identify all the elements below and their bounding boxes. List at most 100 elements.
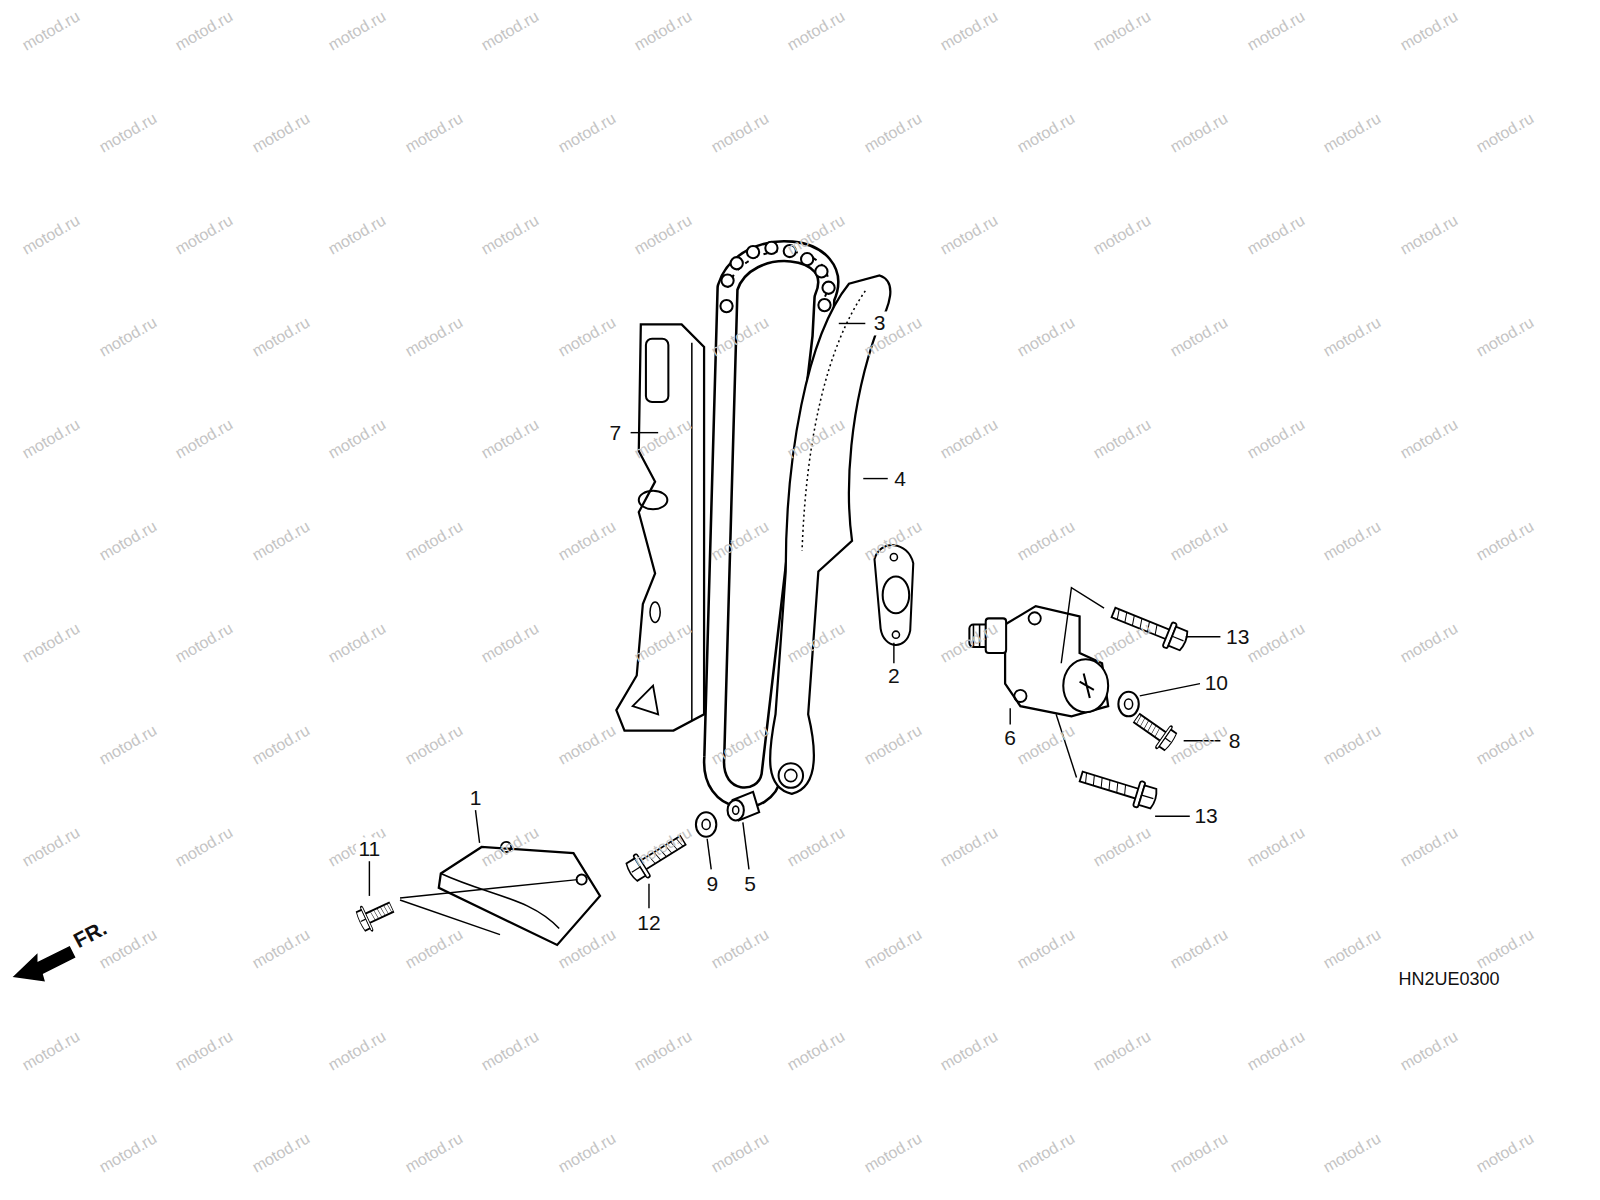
leader-line — [743, 822, 749, 869]
watermark: motod.ru — [938, 7, 1002, 54]
watermark: motod.ru — [249, 1129, 313, 1176]
watermark: motod.ru — [938, 823, 1002, 870]
watermark: motod.ru — [784, 823, 848, 870]
watermark: motod.ru — [1397, 823, 1461, 870]
watermark: motod.ru — [938, 1027, 1002, 1074]
tensioner-gasket — [883, 577, 910, 614]
cam-chain — [747, 246, 759, 258]
leader-line — [1155, 816, 1190, 817]
watermark: motod.ru — [325, 415, 389, 462]
watermark: motod.ru — [708, 1129, 772, 1176]
watermark: motod.ru — [861, 1129, 925, 1176]
cam-chain-guide — [691, 343, 693, 721]
watermark: motod.ru — [938, 415, 1002, 462]
callout-number: 8 — [1227, 729, 1243, 752]
flange-bolt — [1129, 707, 1179, 753]
watermark: motod.ru — [19, 415, 83, 462]
leader-line — [863, 478, 887, 479]
washer — [696, 812, 716, 836]
watermark: motod.ru — [1014, 517, 1078, 564]
watermark: motod.ru — [478, 619, 542, 666]
collar — [728, 792, 760, 821]
watermark: motod.ru — [1167, 1129, 1231, 1176]
watermark: motod.ru — [555, 721, 619, 768]
watermark: motod.ru — [784, 7, 848, 54]
watermark: motod.ru — [631, 1027, 695, 1074]
watermark: motod.ru — [1320, 925, 1384, 972]
cam-chain-guide-plate — [577, 874, 587, 884]
watermark: motod.ru — [1091, 7, 1155, 54]
watermark: motod.ru — [402, 1129, 466, 1176]
callout-number: 9 — [704, 872, 720, 895]
watermark: motod.ru — [1167, 721, 1231, 768]
cam-chain — [765, 242, 777, 254]
cam-chain-guide — [650, 602, 660, 622]
leader-line — [893, 643, 894, 663]
cam-chain-guide — [616, 324, 704, 730]
leader-line — [648, 884, 649, 908]
watermark: motod.ru — [172, 619, 236, 666]
callout-number: 4 — [892, 467, 908, 490]
watermark: motod.ru — [478, 7, 542, 54]
watermark: motod.ru — [19, 1027, 83, 1074]
watermark: motod.ru — [1091, 1027, 1155, 1074]
watermark: motod.ru — [172, 823, 236, 870]
watermark: motod.ru — [631, 415, 695, 462]
watermark: motod.ru — [402, 313, 466, 360]
callout-number: 3 — [872, 312, 888, 335]
cam-chain — [731, 257, 743, 269]
collar — [733, 806, 739, 814]
watermark: motod.ru — [19, 619, 83, 666]
watermark: motod.ru — [249, 925, 313, 972]
watermark: motod.ru — [1244, 415, 1308, 462]
watermark: motod.ru — [1244, 7, 1308, 54]
front-mark: FR. — [68, 915, 112, 953]
cam-chain-tensioner-slipper — [779, 763, 803, 787]
cam-chain-guide — [639, 491, 668, 509]
leader-line — [369, 861, 370, 896]
cam-chain — [720, 300, 732, 312]
flange-bolt — [1077, 764, 1159, 812]
watermark: motod.ru — [1397, 1027, 1461, 1074]
watermark: motod.ru — [325, 7, 389, 54]
tensioner-gasket — [892, 631, 899, 638]
watermark: motod.ru — [249, 109, 313, 156]
watermark: motod.ru — [784, 1027, 848, 1074]
tensioner-lifter — [1014, 690, 1026, 702]
watermark: motod.ru — [555, 517, 619, 564]
watermark: motod.ru — [631, 7, 695, 54]
watermark: motod.ru — [172, 415, 236, 462]
watermark: motod.ru — [708, 721, 772, 768]
watermark: motod.ru — [1473, 517, 1537, 564]
leader-line — [1140, 684, 1200, 696]
watermark: motod.ru — [1091, 619, 1155, 666]
cam-chain-guide-plate — [439, 842, 600, 945]
watermark: motod.ru — [1014, 1129, 1078, 1176]
leader-line — [1186, 636, 1221, 637]
washer — [696, 692, 1139, 837]
watermark: motod.ru — [96, 517, 160, 564]
front-arrow — [14, 947, 74, 981]
tensioner-lifter — [1063, 659, 1108, 712]
watermark: motod.ru — [1320, 109, 1384, 156]
cam-chain-tensioner-slipper — [785, 769, 797, 781]
tensioner-gasket — [874, 545, 913, 645]
watermark: motod.ru — [325, 1027, 389, 1074]
cam-chain — [818, 299, 830, 311]
watermark: motod.ru — [172, 7, 236, 54]
watermark: motod.ru — [1014, 109, 1078, 156]
cam-chain — [720, 242, 834, 312]
tensioner-gasket — [874, 545, 913, 645]
tensioner-lifter — [1005, 606, 1108, 716]
watermark: motod.ru — [478, 1027, 542, 1074]
callout-number: 1 — [468, 786, 484, 809]
watermark: motod.ru — [708, 517, 772, 564]
cam-chain-guide-plate — [439, 847, 600, 945]
cam-chain-guide — [616, 324, 704, 730]
watermark: motod.ru — [96, 721, 160, 768]
watermark: motod.ru — [1167, 313, 1231, 360]
watermark: motod.ru — [1014, 313, 1078, 360]
leader-line — [400, 880, 578, 898]
